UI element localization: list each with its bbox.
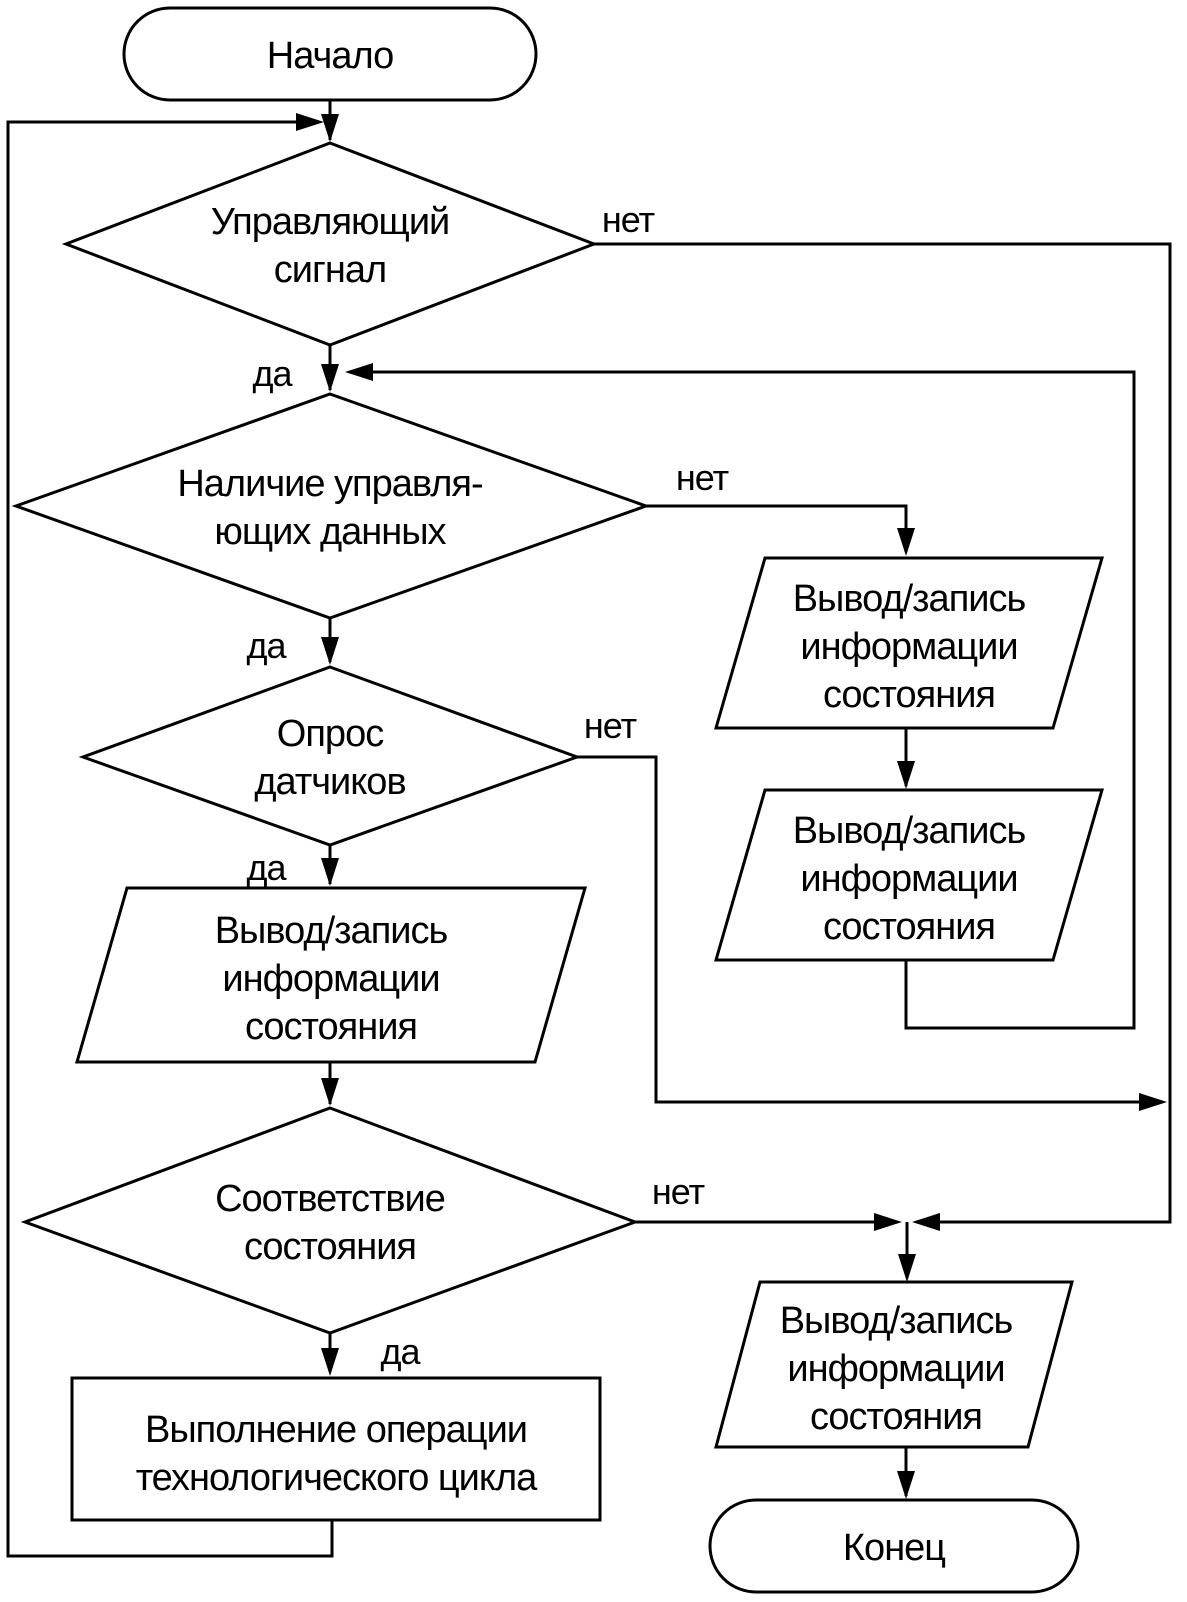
arrowhead-inner-loop (345, 363, 373, 381)
arrowhead-into-end (897, 1471, 915, 1499)
label-decision2-yes: да (246, 625, 287, 666)
io-state-right2-line2: информации (800, 858, 1017, 900)
io-state-left (75, 886, 587, 1064)
arrowhead-main-loop-into-top-junction (296, 113, 324, 131)
arrowhead-into-io-right2 (897, 761, 915, 789)
decision-state-match-line1: Соответствие (215, 1178, 445, 1220)
io-state-right1-line1: Вывод/запись (793, 578, 1026, 620)
decision-control-data-line1: Наличие управля- (177, 463, 482, 505)
io-state-right1-line2: информации (800, 626, 1017, 668)
terminator-end (708, 1498, 1080, 1594)
io-state-right3-line1: Вывод/запись (780, 1300, 1013, 1342)
label-decision4-no: нет (652, 1171, 705, 1212)
edge-decision2-no (646, 504, 908, 552)
io-state-right3 (714, 1280, 1074, 1449)
terminator-end-label: Конец (843, 1527, 945, 1569)
io-state-right2-line3: состояния (823, 906, 995, 948)
arrowhead-into-io-left (321, 858, 339, 886)
decision-control-signal-line1: Управляющий (211, 201, 450, 243)
decision-sensor-poll (78, 665, 582, 847)
label-decision3-no: нет (584, 705, 637, 746)
io-state-right2-line1: Вывод/запись (793, 810, 1026, 852)
decision-control-data (11, 392, 651, 620)
io-state-left-line1: Вывод/запись (215, 910, 448, 952)
label-decision2-no: нет (676, 457, 729, 498)
decision-sensor-poll-line2: датчиков (254, 761, 405, 803)
label-decision1-no: нет (602, 199, 655, 240)
arrowhead-into-decision3 (321, 637, 339, 665)
io-state-right3-line3: состояния (810, 1396, 982, 1438)
decision-control-data-line2: ющих данных (214, 511, 446, 553)
process-tech-cycle (70, 1376, 602, 1522)
io-state-left-line2: информации (222, 958, 439, 1000)
io-state-left-line3: состояния (245, 1006, 417, 1048)
io-state-right1 (714, 556, 1104, 730)
decision-control-signal (61, 141, 599, 347)
arrowhead-into-io-right3 (898, 1254, 916, 1282)
io-state-right1-line3: состояния (823, 674, 995, 716)
arrowhead-decision1-no-into-junction (912, 1213, 940, 1231)
io-state-right3-line2: информации (787, 1348, 1004, 1390)
arrowhead-into-decision2 (321, 364, 339, 392)
terminator-start-label: Начало (267, 35, 393, 77)
arrowhead-decision3-no-merge (1139, 1093, 1167, 1111)
arrowhead-decision4-no-into-junction (874, 1213, 902, 1231)
label-decision4-yes: да (380, 1331, 421, 1372)
arrowhead-into-io-right1 (897, 528, 915, 556)
arrowhead-into-process (321, 1348, 339, 1376)
label-decision3-yes: да (246, 847, 287, 888)
edge-inner-loop (349, 370, 1136, 1030)
label-decision1-yes: да (252, 353, 293, 394)
process-tech-cycle-line1: Выполнение операции (145, 1409, 527, 1451)
decision-sensor-poll-line1: Опрос (277, 713, 383, 755)
arrowhead-into-decision4 (321, 1078, 339, 1106)
decision-control-signal-line2: сигнал (274, 249, 386, 291)
io-state-right2 (714, 788, 1104, 962)
terminator-start (122, 6, 538, 102)
decision-state-match (20, 1106, 640, 1335)
decision-state-match-line2: состояния (244, 1226, 416, 1268)
arrowhead-into-decision1 (321, 114, 339, 142)
edge-main-loop-left (6, 120, 334, 1558)
process-tech-cycle-line2: технологического цикла (136, 1457, 538, 1499)
edge-decision1-no (594, 242, 1172, 1224)
edge-decision3-no (577, 755, 1163, 1104)
